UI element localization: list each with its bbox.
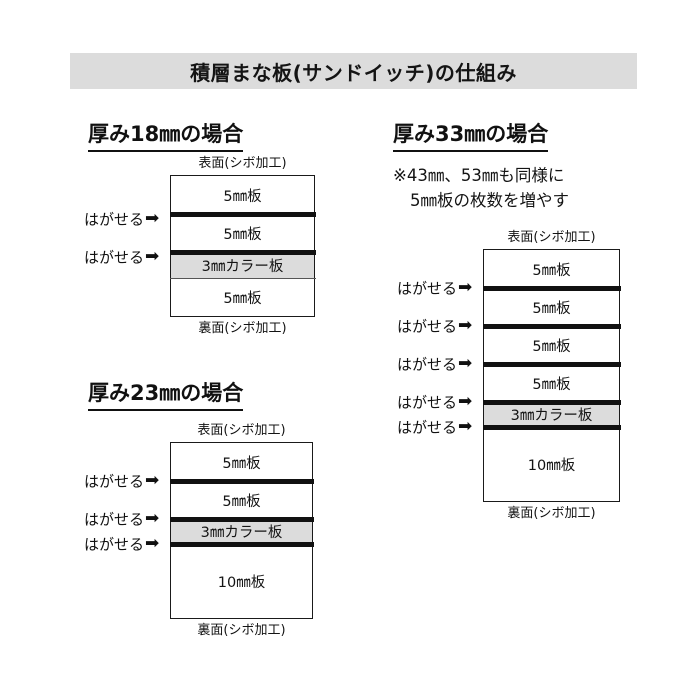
layer-18mm-4: 5㎜板 (169, 277, 316, 316)
peel-label: はがせる (397, 317, 458, 336)
arrow-right-icon: ➡ (145, 246, 160, 267)
peel-marker-33mm-4: はがせる ➡ (397, 392, 472, 413)
layer-label: 3㎜カラー板 (510, 408, 593, 424)
layer-18mm-1: 5㎜板 (171, 176, 314, 214)
layer-18mm-3: 3㎜カラー板 (169, 249, 316, 278)
arrow-right-icon: ➡ (145, 470, 160, 491)
peel-marker-23mm-3: はがせる ➡ (84, 534, 159, 555)
peel-marker-33mm-5: はがせる ➡ (397, 417, 472, 438)
stack-box-23mm: 5㎜板 5㎜板 3㎜カラー板 10㎜板 (169, 442, 314, 619)
layer-label: 5㎜板 (532, 262, 571, 279)
top-face-label-33mm: 表面(シボ加工) (507, 230, 596, 245)
bottom-face-label-18mm: 裏面(シボ加工) (198, 321, 287, 336)
peel-label: はがせる (397, 393, 458, 412)
arrow-right-icon: ➡ (145, 508, 160, 529)
note-line-2: 5㎜板の枚数を増やす (410, 191, 569, 210)
layer-23mm-3: 3㎜カラー板 (169, 516, 314, 544)
layer-33mm-2: 5㎜板 (482, 285, 621, 326)
layer-23mm-1: 5㎜板 (171, 443, 312, 481)
peel-marker-23mm-1: はがせる ➡ (84, 471, 159, 492)
layer-label: 10㎜板 (217, 574, 266, 591)
peel-marker-33mm-1: はがせる ➡ (397, 278, 472, 299)
peel-label: はがせる (84, 510, 145, 529)
peel-marker-18mm-1: はがせる ➡ (84, 209, 159, 230)
peel-label: はがせる (84, 210, 145, 229)
layer-label: 10㎜板 (527, 457, 576, 474)
arrow-right-icon: ➡ (458, 315, 473, 336)
layer-label: 5㎜板 (532, 338, 571, 355)
peel-label: はがせる (397, 355, 458, 374)
layer-label: 3㎜カラー板 (201, 258, 284, 275)
peel-marker-18mm-2: はがせる ➡ (84, 247, 159, 268)
bottom-face-label-33mm: 裏面(シボ加工) (507, 506, 596, 521)
layer-label: 5㎜板 (532, 300, 571, 317)
stack-diagram-18mm: 表面(シボ加工) 5㎜板 5㎜板 3㎜カラー板 5㎜板 裏面(シボ加工) (169, 155, 316, 338)
stack-box-33mm: 5㎜板 5㎜板 5㎜板 5㎜板 3㎜カラー板 10㎜板 (482, 249, 621, 502)
stack-box-18mm: 5㎜板 5㎜板 3㎜カラー板 5㎜板 (169, 175, 316, 317)
stack-diagram-23mm: 表面(シボ加工) 5㎜板 5㎜板 3㎜カラー板 10㎜板 裏面(シボ加工) (169, 422, 314, 640)
peel-label: はがせる (84, 472, 145, 491)
layer-33mm-1: 5㎜板 (484, 250, 619, 288)
arrow-right-icon: ➡ (458, 353, 473, 374)
peel-marker-33mm-3: はがせる ➡ (397, 354, 472, 375)
layer-label: 5㎜板 (223, 188, 262, 205)
layer-33mm-4: 5㎜板 (482, 361, 621, 402)
peel-label: はがせる (84, 535, 145, 554)
arrow-right-icon: ➡ (145, 208, 160, 229)
peel-label: はがせる (84, 248, 145, 267)
arrow-right-icon: ➡ (145, 533, 160, 554)
stack-diagram-33mm: 表面(シボ加工) 5㎜板 5㎜板 5㎜板 5㎜板 3㎜カラー板 10㎜板 裏面(… (482, 229, 621, 523)
layer-label: 5㎜板 (223, 226, 262, 243)
layer-23mm-4: 10㎜板 (169, 541, 314, 618)
arrow-right-icon: ➡ (458, 416, 473, 437)
layer-18mm-2: 5㎜板 (169, 211, 316, 252)
peel-label: はがせる (397, 279, 458, 298)
peel-label: はがせる (397, 418, 458, 437)
note-line-1: ※43㎜、53㎜も同様に (393, 166, 565, 185)
note-33mm: ※43㎜、53㎜も同様に 5㎜板の枚数を増やす (393, 163, 569, 213)
layer-33mm-6: 10㎜板 (482, 424, 621, 501)
layer-33mm-3: 5㎜板 (482, 323, 621, 364)
top-face-label-18mm: 表面(シボ加工) (198, 156, 287, 171)
layer-label: 3㎜カラー板 (200, 525, 283, 541)
top-face-label-23mm: 表面(シボ加工) (197, 423, 286, 438)
layer-label: 5㎜板 (222, 493, 261, 510)
layer-label: 5㎜板 (222, 455, 261, 472)
title-banner: 積層まな板(サンドイッチ)の仕組み (70, 53, 637, 89)
bottom-face-label-23mm: 裏面(シボ加工) (197, 623, 286, 638)
layer-label: 5㎜板 (223, 290, 262, 307)
arrow-right-icon: ➡ (458, 277, 473, 298)
peel-marker-23mm-2: はがせる ➡ (84, 509, 159, 530)
layer-23mm-2: 5㎜板 (169, 478, 314, 519)
arrow-right-icon: ➡ (458, 391, 473, 412)
section-heading-18mm: 厚み18㎜の場合 (88, 118, 244, 152)
layer-label: 5㎜板 (532, 376, 571, 393)
section-heading-23mm: 厚み23㎜の場合 (88, 377, 244, 411)
section-heading-33mm: 厚み33㎜の場合 (393, 118, 549, 152)
layer-33mm-5: 3㎜カラー板 (482, 399, 621, 427)
page-title: 積層まな板(サンドイッチ)の仕組み (190, 60, 517, 85)
peel-marker-33mm-2: はがせる ➡ (397, 316, 472, 337)
